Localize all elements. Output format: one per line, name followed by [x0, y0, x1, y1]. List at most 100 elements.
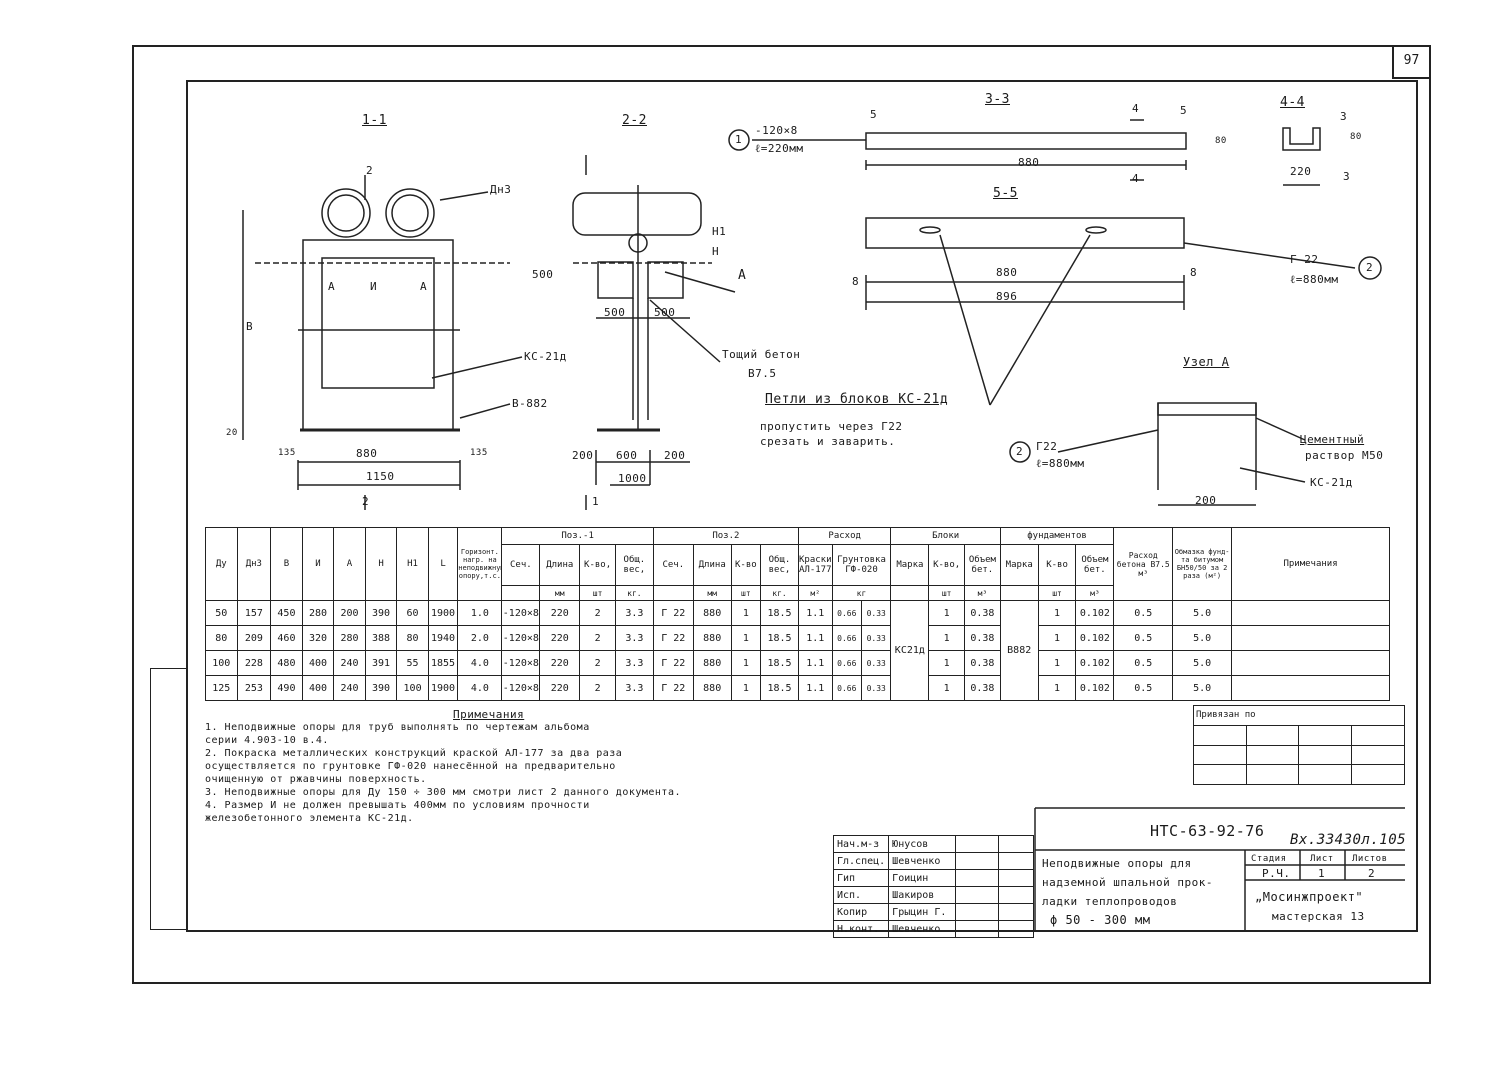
- sheet-value: 1: [1318, 867, 1326, 880]
- section-1-1-title: 1-1: [362, 113, 387, 128]
- title-line-4: ϕ 50 - 300 мм: [1050, 913, 1151, 927]
- h-pos2-sec: Сеч.: [652, 544, 694, 586]
- col-dn: Дн3: [236, 527, 272, 601]
- label-a-22: А: [738, 268, 747, 283]
- col-prim: Примечания: [1231, 527, 1390, 601]
- cell: 1: [928, 600, 966, 626]
- cell-empty: [1231, 675, 1390, 701]
- pos1-section: -120×8: [755, 124, 798, 137]
- fund-mark-cell: В882: [999, 600, 1039, 701]
- cell: 200: [333, 600, 366, 626]
- dim-8-right: 8: [1190, 266, 1198, 279]
- document-code: НТС-63-92-76: [1150, 822, 1265, 840]
- inner-frame: [186, 80, 1418, 932]
- dim-880-33: 880: [1018, 156, 1040, 169]
- cell: 2: [579, 650, 616, 676]
- sheet-number: 97: [1392, 45, 1429, 79]
- u-12: кг.: [614, 585, 654, 601]
- cell: 80: [396, 625, 429, 651]
- cell: 880: [692, 600, 732, 626]
- signature: [955, 886, 1000, 904]
- note-line: 2. Покраска металлических конструкций кр…: [205, 748, 623, 759]
- cell: 0.38: [964, 650, 1001, 676]
- role: Исп.: [832, 886, 890, 904]
- group-pos2: Поз.2: [652, 527, 799, 545]
- cell: 1: [1037, 675, 1077, 701]
- signature: [955, 903, 1000, 921]
- role: Гип: [832, 869, 890, 887]
- cell: -120×8: [501, 625, 541, 651]
- cell: 0.66: [831, 600, 863, 626]
- pos2-marker: [1358, 256, 1382, 280]
- cut-mark-1: 1: [592, 495, 600, 508]
- label-u: И: [370, 280, 378, 293]
- label-v882: В-882: [512, 397, 548, 410]
- role: Гл.спец.: [832, 852, 890, 870]
- group-fund: фундаментов: [999, 527, 1115, 545]
- notes-title: Примечания: [453, 708, 525, 721]
- label-h: Н: [712, 245, 720, 258]
- u-21: м³: [964, 585, 1001, 601]
- uzel-pos2-marker: [1009, 441, 1031, 463]
- cell: 18.5: [760, 650, 799, 676]
- uzel-cap: [1157, 402, 1257, 416]
- cell: 1: [730, 675, 762, 701]
- cell: 390: [364, 600, 398, 626]
- u-14: мм: [692, 585, 732, 601]
- inventory-number: Вх.33430л.105: [1290, 832, 1407, 848]
- cell: 4.0: [457, 675, 503, 701]
- cell: Г 22: [652, 650, 694, 676]
- cell: -120×8: [501, 650, 541, 676]
- cell: 1855: [427, 650, 459, 676]
- signature: [955, 835, 1000, 853]
- signature: [955, 852, 1000, 870]
- dim-80-44: 80: [1350, 132, 1362, 142]
- h-fund-qty: К-во: [1037, 544, 1077, 586]
- note-line: очищенную от ржавчины поверхность.: [205, 774, 427, 785]
- h-pos1-qty: К-во,: [579, 544, 616, 586]
- outer-frame: [132, 45, 1431, 984]
- title-line-3: ладки теплопроводов: [1042, 895, 1178, 908]
- label-h1: Н1: [712, 225, 727, 238]
- loop-note-line3: срезать и заварить.: [760, 435, 896, 448]
- col-l: L: [427, 527, 459, 601]
- cell: 125: [205, 675, 238, 701]
- privyazan-grid: Привязан по: [1193, 705, 1405, 785]
- cell: 0.5: [1113, 625, 1174, 651]
- cell: 0.5: [1113, 600, 1174, 626]
- pos2-section: Г 22: [1290, 253, 1319, 266]
- person: Шакиров: [888, 886, 957, 904]
- note-line: 4. Размер И не должен превышать 400мм по…: [205, 800, 590, 811]
- dim-880-1: 880: [356, 447, 378, 460]
- cell: 1900: [427, 675, 459, 701]
- cell: 0.33: [860, 625, 892, 651]
- section-2-2-title: 2-2: [622, 113, 647, 128]
- u-22: [999, 585, 1039, 601]
- label-b: В: [246, 320, 254, 333]
- cell: 1900: [427, 600, 459, 626]
- cell: 3.3: [614, 650, 654, 676]
- col-b: В: [270, 527, 303, 601]
- cell-empty: [1231, 600, 1390, 626]
- cell: 157: [236, 600, 272, 626]
- loop-note-line1: Петли из блоков КС-21д: [765, 392, 949, 407]
- cell: 0.102: [1075, 675, 1115, 701]
- channel-plan: [865, 217, 1185, 249]
- u-18: кг: [831, 585, 892, 601]
- cell: 480: [270, 650, 303, 676]
- cell: 280: [333, 625, 366, 651]
- specification-table: Ду Дн3 В И А Н Н1 L Горизонт. нагр. на н…: [205, 527, 1390, 701]
- cut-mark-2-bottom: 2: [362, 495, 370, 508]
- cell: 3.3: [614, 675, 654, 701]
- sheet-header: Лист: [1310, 854, 1334, 864]
- pos2-number: 2: [1366, 261, 1374, 274]
- person: Грыцин Г.: [888, 903, 957, 921]
- label-a-left: А: [328, 280, 336, 293]
- stage-value: Р.Ч.: [1262, 867, 1291, 880]
- uzel-ks-label: КС-21д: [1310, 476, 1353, 489]
- u-20: шт: [928, 585, 966, 601]
- cell: -120×8: [501, 675, 541, 701]
- dim-3-bottom: 3: [1343, 170, 1351, 183]
- cell: 209: [236, 625, 272, 651]
